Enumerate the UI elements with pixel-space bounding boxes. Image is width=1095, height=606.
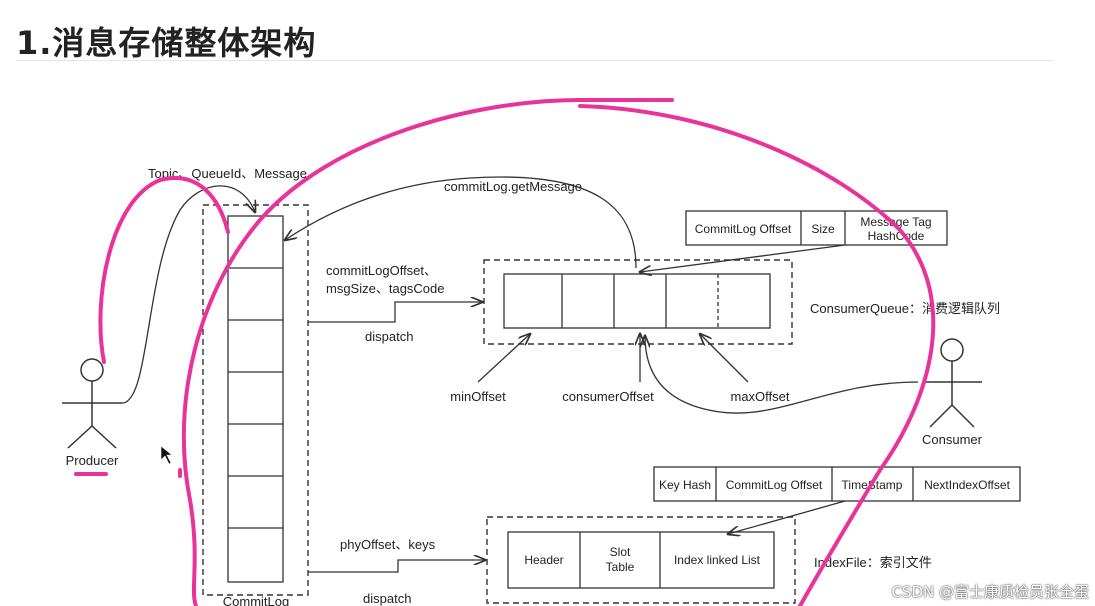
index-file-header: Header (524, 553, 563, 567)
index-file-label: IndexFile：索引文件 (814, 555, 932, 570)
pen-annotations (74, 98, 936, 606)
commitlog-container (202, 204, 309, 596)
producer-write-arrow (121, 185, 255, 404)
min-offset-arrow (477, 334, 530, 383)
commitlog-input-label: Topic、QueueId、Message (148, 166, 307, 181)
index-entry-arrow (728, 500, 846, 534)
min-offset-label: minOffset (450, 389, 506, 404)
dispatch-index-fields: phyOffset、keys (340, 537, 436, 552)
dispatch-index-arrow (308, 560, 485, 573)
consumer-queue-cells (503, 273, 771, 329)
max-offset-label: maxOffset (730, 389, 789, 404)
page-title: 1.消息存储整体架构 (16, 24, 317, 62)
max-offset-arrow (700, 334, 749, 383)
consumer-label: Consumer (922, 432, 983, 447)
annotation-producer-curve (98, 176, 230, 364)
cq-entry-table (685, 210, 948, 246)
index-entry-next-offset: NextIndexOffset (924, 478, 1010, 492)
index-file-slot: Slot (610, 545, 631, 559)
commitlog-label: CommitLog (223, 594, 289, 606)
consumer-figure (922, 338, 982, 428)
cq-entry-message-tag: Message Tag (860, 215, 931, 229)
index-file-table: Table (606, 560, 635, 574)
cq-entry-arrow (640, 244, 846, 272)
get-message-arrow (285, 176, 637, 269)
title-divider (16, 60, 1054, 61)
cq-entry-commitlog-offset: CommitLog Offset (695, 222, 792, 236)
producer-label: Producer (66, 453, 119, 468)
consumer-offset-label: consumerOffset (562, 389, 654, 404)
cursor-icon (160, 445, 173, 465)
index-file-cells (507, 531, 775, 589)
producer-figure (62, 358, 122, 449)
dispatch-cq-label: dispatch (365, 329, 413, 344)
annotation-right-arc (578, 104, 936, 606)
index-file-linked-list: Index linked List (674, 553, 761, 567)
dispatch-index-label: dispatch (363, 591, 411, 606)
index-file-container (486, 516, 796, 604)
consumer-pull-arrow (645, 336, 919, 414)
consumer-queue-container (483, 259, 793, 345)
cq-entry-hashcode: HashCode (868, 229, 925, 243)
cq-entry-size: Size (811, 222, 835, 236)
commitlog-cells (227, 215, 284, 583)
index-entry-commitlog-offset: CommitLog Offset (726, 478, 823, 492)
index-entry-table (653, 466, 1021, 502)
index-entry-key-hash: Key Hash (659, 478, 711, 492)
consumer-queue-label: ConsumerQueue：消费逻辑队列 (810, 301, 1000, 316)
get-message-label: commitLog.getMessage (444, 179, 582, 194)
annotation-left-arc (181, 98, 582, 606)
dispatch-cq-fields-1: commitLogOffset、 (326, 263, 437, 278)
watermark: CSDN @富士康质检员张全蛋 (891, 583, 1089, 601)
dispatch-cq-fields-2: msgSize、tagsCode (326, 281, 445, 296)
dispatch-cq-arrow (308, 302, 482, 323)
